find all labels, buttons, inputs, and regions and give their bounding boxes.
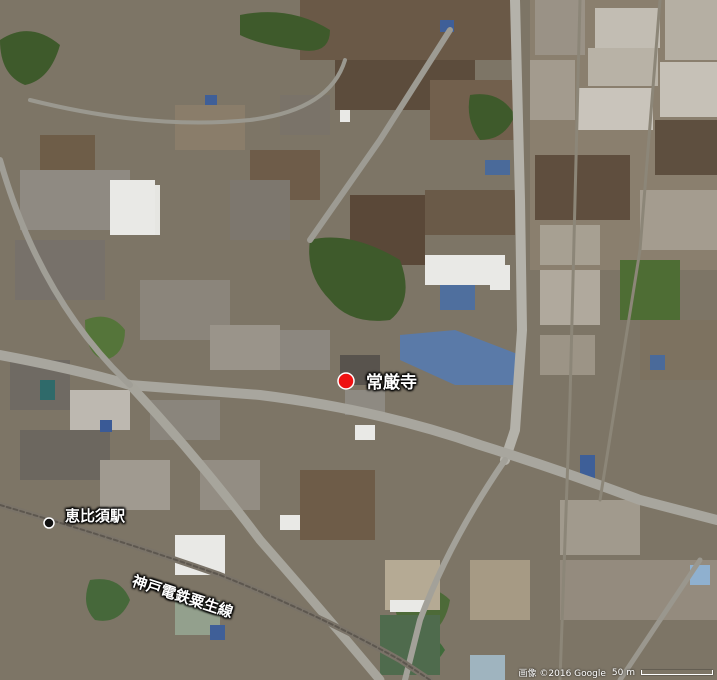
fields-north bbox=[40, 0, 515, 265]
map-attribution: 画像 ©2016 Google 50 m bbox=[519, 666, 713, 679]
scale-bar bbox=[641, 670, 713, 675]
fields-east bbox=[530, 0, 717, 620]
imagery-credit: 画像 ©2016 Google bbox=[518, 669, 606, 679]
temple-label[interactable]: 常厳寺 bbox=[366, 373, 417, 393]
temple-marker-red-dot-icon[interactable] bbox=[337, 372, 355, 390]
white-buildings bbox=[110, 110, 510, 612]
scale-label: 50 m bbox=[611, 667, 635, 678]
station-marker-black-dot-icon[interactable] bbox=[43, 517, 55, 529]
station-label[interactable]: 恵比須駅 bbox=[65, 507, 126, 525]
urban-blocks bbox=[10, 95, 530, 680]
